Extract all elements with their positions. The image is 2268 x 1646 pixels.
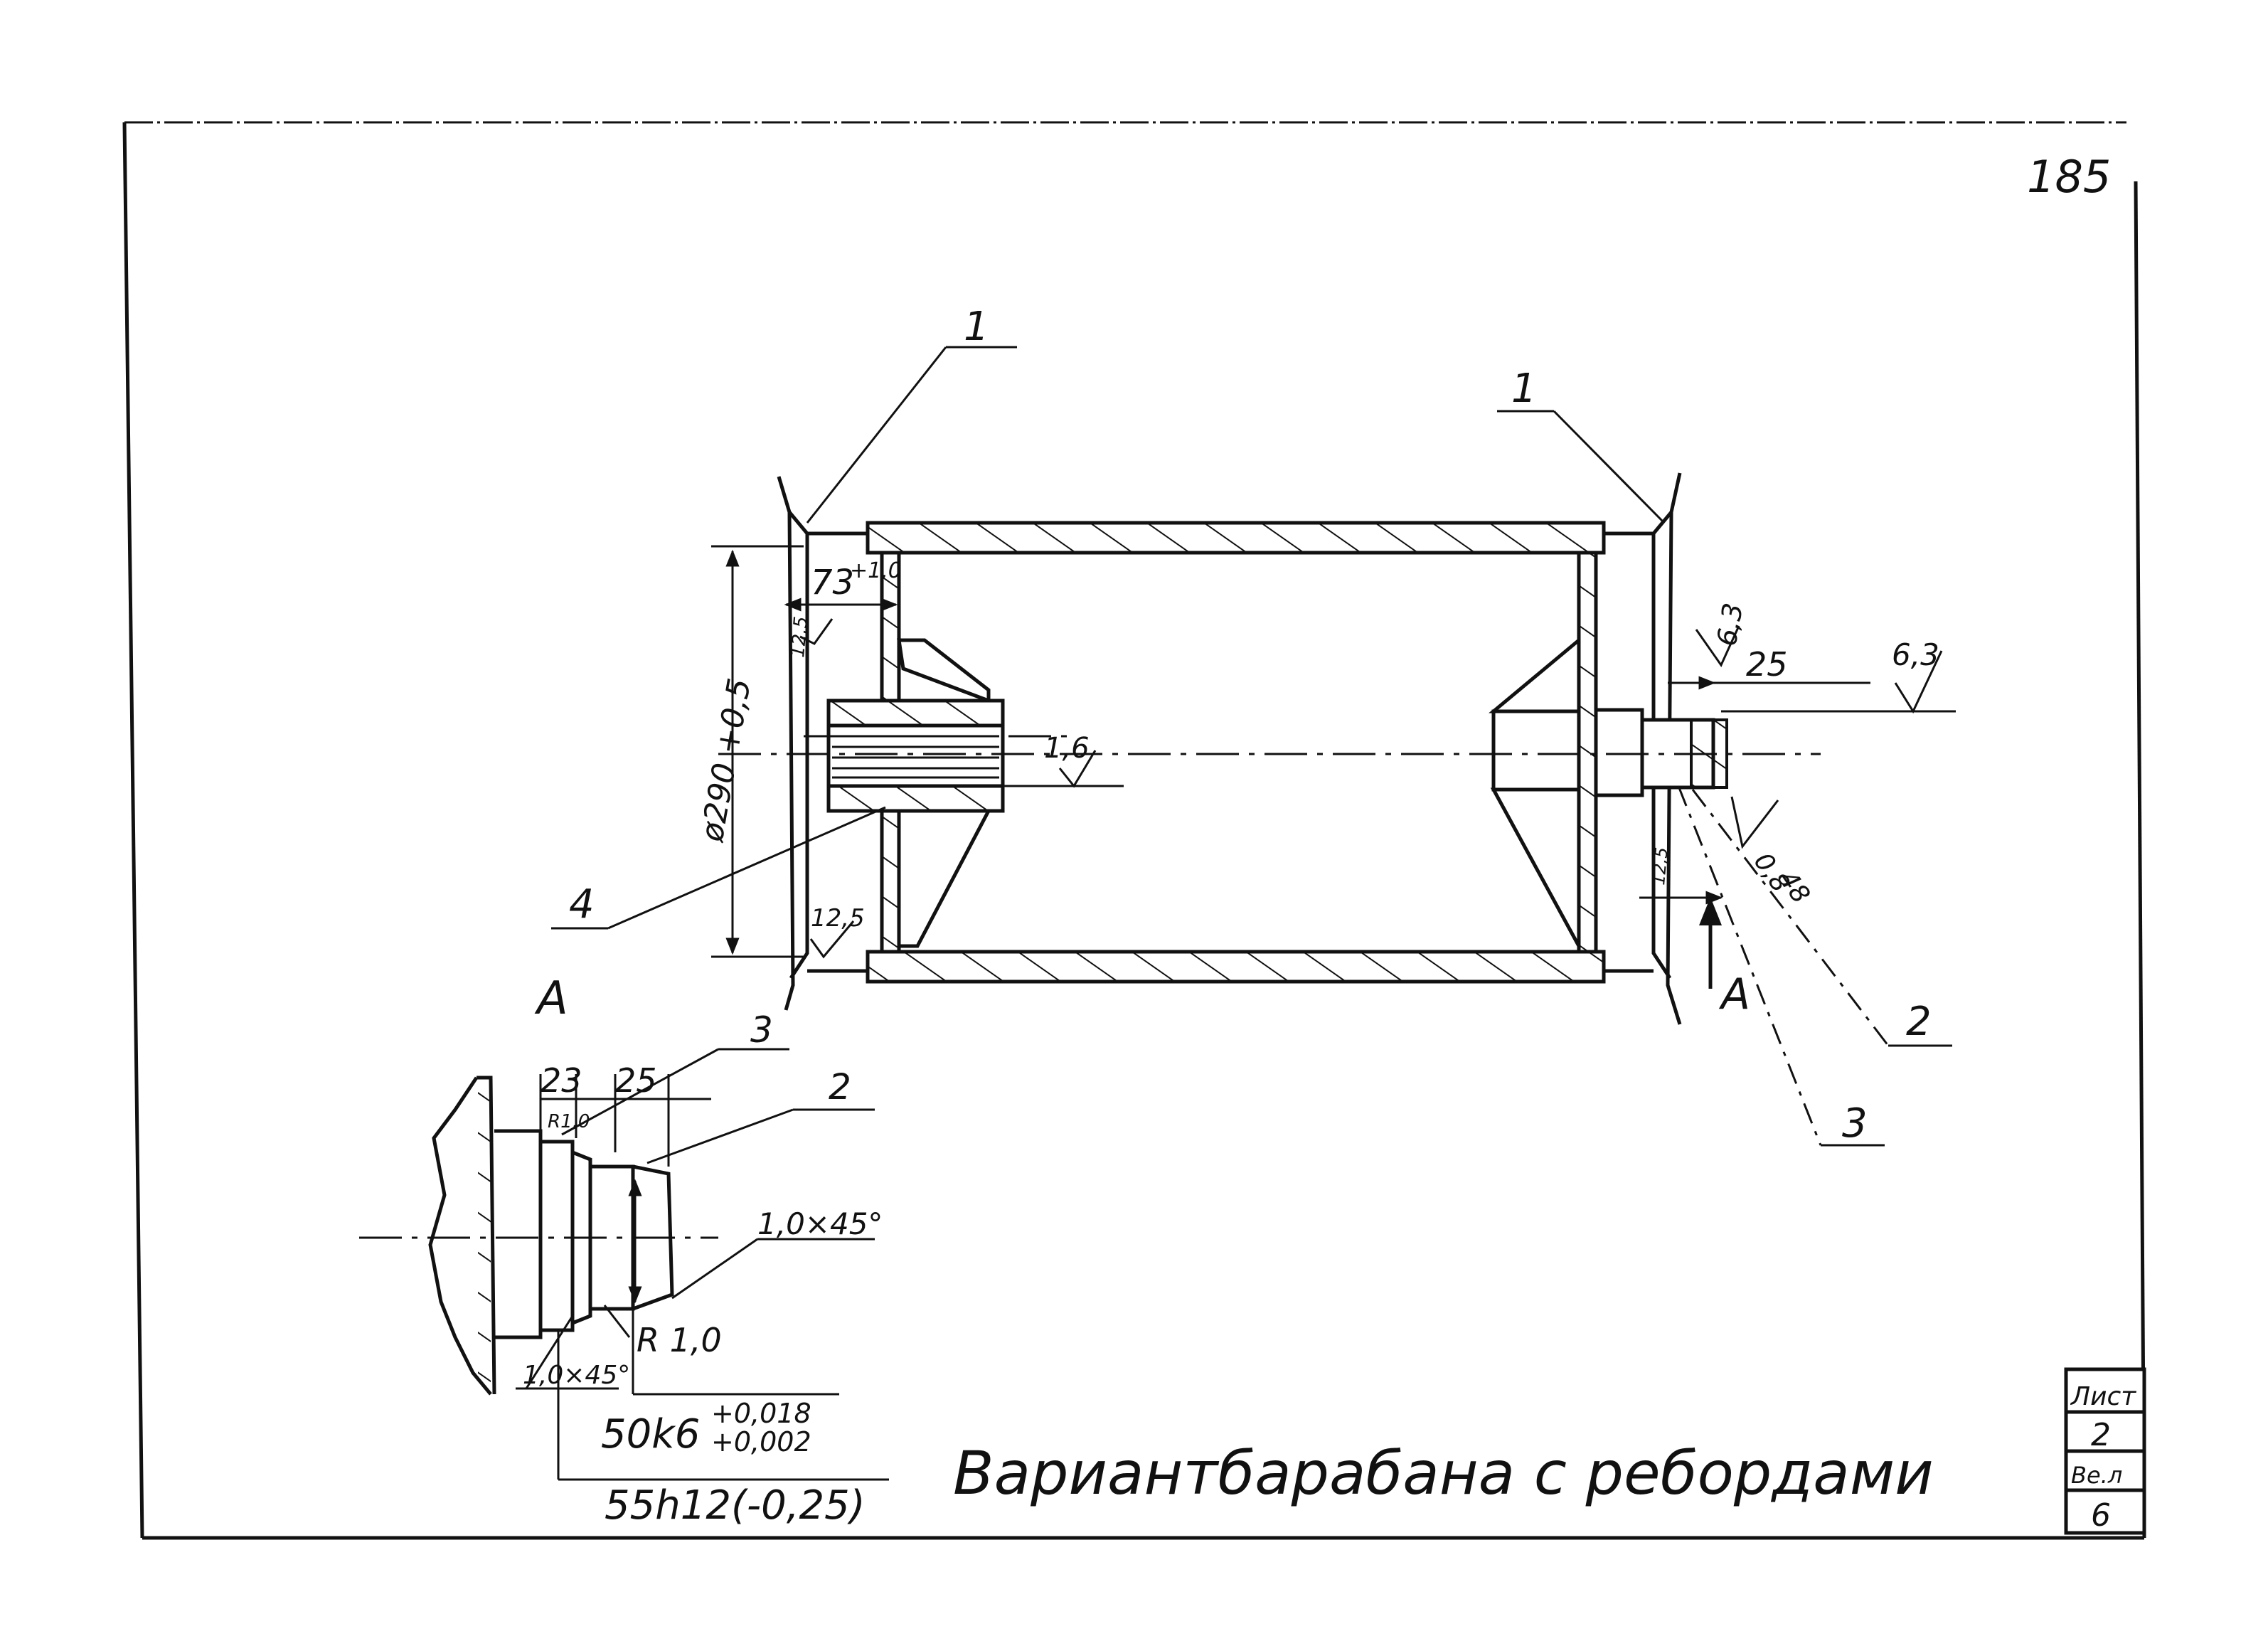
roughness-0-8-48: 0,8 48 — [1730, 796, 1815, 909]
roughness-6-3-b-label: 6,3 — [1892, 637, 1939, 672]
fit-55h12: 55h12(-0,25) — [557, 1330, 889, 1529]
chamfer-2-label: 1,0×45° — [523, 1361, 630, 1390]
callout-3-detail-label: 3 — [750, 1009, 773, 1051]
roughness-left-disc: 12,5 — [787, 615, 834, 659]
fit-50k6-base: 50k6 — [601, 1411, 700, 1457]
fit-55h12-label: 55h12(-0,25) — [605, 1482, 866, 1529]
roughness-6-3-a: 6,3 — [1695, 600, 1750, 668]
section-arrow-a: A — [1699, 897, 1750, 1019]
callout-1-left: 1 — [806, 304, 1017, 524]
callout-1-right-label: 1 — [1511, 366, 1537, 412]
width-73-label: 73 — [811, 563, 854, 602]
detail-dimensions: 23 25 R1,0 — [539, 1061, 711, 1304]
drum-section-view — [718, 472, 1821, 1025]
callout-3-main: 3 — [1677, 785, 1885, 1147]
callout-4-label: 4 — [569, 881, 595, 928]
shell-bottom-wall — [866, 950, 1606, 984]
callout-1-right: 1 — [1497, 366, 1666, 524]
right-hub — [1491, 709, 1581, 792]
roughness-12-5-left: 12,5 — [787, 615, 812, 658]
chamfer-1: 1,0×45° — [671, 1206, 883, 1300]
roughness-12-5-bottom: 12,5 — [811, 904, 865, 933]
fit-50k6-upper: +0,018 — [711, 1398, 811, 1429]
roughness-12-5-right-label: 12,5 — [1649, 846, 1672, 886]
diameter-label: ø290 +0,5 — [693, 676, 758, 845]
callout-2-detail-label: 2 — [829, 1066, 851, 1108]
shell-top-wall — [866, 521, 1606, 555]
title-block: Лист 2 Ве.л 6 — [2064, 1367, 2146, 1535]
callout-2-main-label: 2 — [1906, 999, 1932, 1045]
right-end-disc — [1577, 551, 1598, 954]
dimension-73: 73 +1,0 — [784, 558, 902, 612]
roughness-6-3-a-label: 6,3 — [1711, 600, 1750, 648]
fit-50k6: 50k6 +0,018 +0,002 — [601, 1309, 839, 1457]
roughness-6-3-b: 6,3 — [1721, 637, 1956, 714]
callout-1-left-label: 1 — [964, 304, 989, 350]
sheet-frame — [122, 121, 2146, 1540]
roughness-right-small: 12,5 — [1639, 846, 1723, 905]
dimension-diameter: ø290 +0,5 — [693, 545, 804, 958]
page-number: 185 — [2027, 151, 2111, 203]
section-arrow-label: A — [1718, 970, 1750, 1019]
sheets-label: Ве.л — [2071, 1462, 2122, 1489]
drawing-title: Вариантбарабана с ребордами — [953, 1438, 1934, 1508]
callout-2-main: 2 — [1691, 789, 1952, 1047]
hub-len-label: 25 — [1746, 645, 1788, 684]
roughness-1-6-label: 1,6 — [1044, 732, 1090, 765]
left-flange — [777, 476, 795, 1011]
roughness-bottom: 12,5 — [809, 904, 865, 959]
sheet-label: Лист — [2070, 1382, 2136, 1411]
sheets-value: 6 — [2091, 1497, 2111, 1534]
width-73-tolerance: +1,0 — [850, 558, 902, 583]
radius-r1-label: R 1,0 — [637, 1321, 722, 1359]
callout-4: 4 — [551, 806, 886, 930]
roughness-1-6: 1,6 — [1003, 732, 1124, 788]
callout-3-detail: 3 — [561, 1009, 789, 1136]
chamfer-2-radius: 1,0×45° R 1,0 — [516, 1305, 722, 1390]
dim-23-label: 23 — [541, 1061, 582, 1100]
sheet-value: 2 — [2091, 1417, 2111, 1453]
detail-a-view — [359, 1076, 718, 1396]
chamfer-1-label: 1,0×45° — [757, 1206, 883, 1241]
callout-2-detail: 2 — [646, 1066, 875, 1164]
fit-50k6-lower: +0,002 — [711, 1426, 811, 1457]
detail-a-title: A — [534, 972, 568, 1025]
dimension-25-right: 25 — [1668, 645, 1870, 690]
shaft-collar — [1594, 708, 1644, 797]
radius-r10-label: R1,0 — [548, 1111, 590, 1132]
callout-3-main-label: 3 — [1842, 1100, 1868, 1147]
